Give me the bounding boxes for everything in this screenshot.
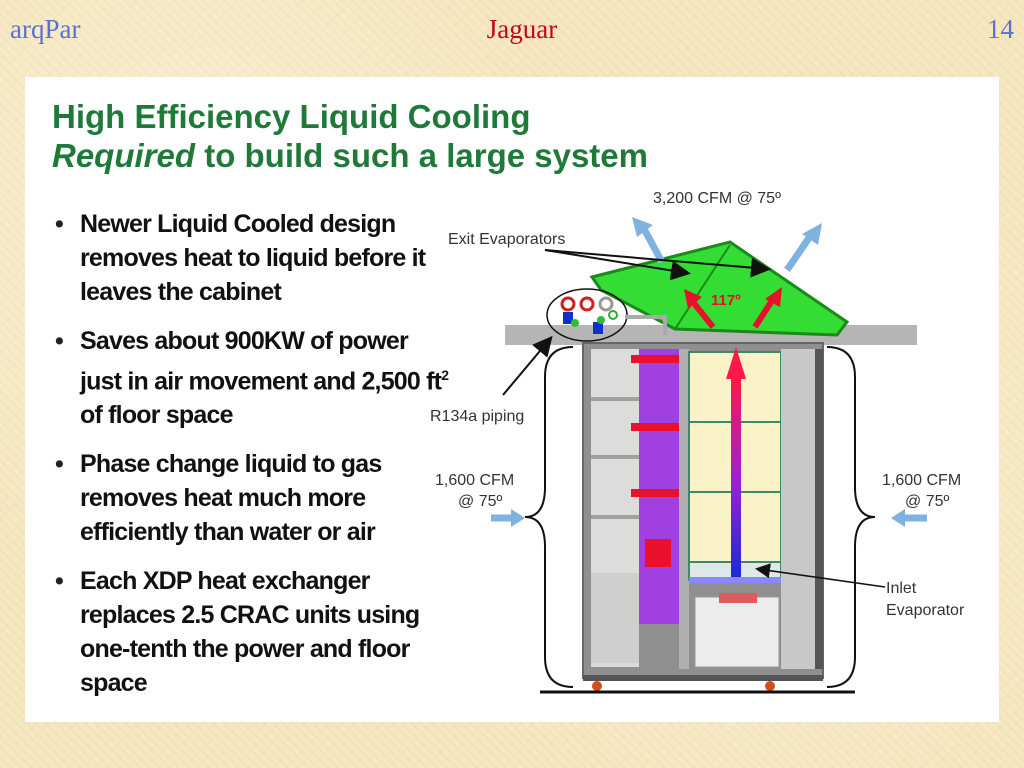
inlet-label-line-2: Evaporator	[886, 602, 965, 619]
caster-wheel-icon	[765, 681, 775, 691]
cabinet-cooling-diagram: 3,200 CFM @ 75º Exit Evaporators 117º R1…	[430, 190, 965, 694]
slide-image-panel: High Efficiency Liquid Cooling Required …	[25, 77, 999, 722]
right-inflow-cfm-label: 1,600 CFM	[882, 472, 961, 489]
exhaust-air-arrow-right	[784, 233, 814, 272]
bullet-item: •Newer Liquid Cooled design removes heat…	[55, 207, 450, 309]
slide-heading: Jaguar	[486, 14, 558, 44]
r134a-piping-label: R134a piping	[430, 408, 524, 425]
slide-title: High Efficiency Liquid Cooling Required …	[52, 97, 648, 175]
left-inflow-temp-label: @ 75º	[458, 493, 502, 510]
hot-air-arrow-right	[752, 297, 776, 329]
title-emphasis: Required	[52, 137, 196, 174]
bullet-item: •Each XDP heat exchanger replaces 2.5 CR…	[55, 564, 450, 700]
bullet-dot-icon: •	[55, 210, 64, 238]
bullet-dot-icon: •	[55, 567, 64, 596]
top-airflow-label: 3,200 CFM @ 75º	[653, 190, 781, 207]
left-inflow-cfm-label: 1,600 CFM	[435, 472, 514, 489]
bullet-dot-icon: •	[55, 327, 64, 355]
bullet-item: •Saves about 900KW of power just in air …	[55, 324, 450, 432]
caster-wheel-icon	[592, 681, 602, 691]
exit-evaporator-roof	[589, 240, 850, 337]
hot-air-arrow-left	[690, 300, 716, 329]
bullet-list: •Newer Liquid Cooled design removes heat…	[55, 207, 450, 715]
right-inflow-temp-label: @ 75º	[905, 493, 949, 510]
title-line-1: High Efficiency Liquid Cooling	[52, 98, 531, 135]
bullet-item: •Phase change liquid to gas removes heat…	[55, 447, 450, 549]
exhaust-air-arrow-left	[639, 225, 666, 264]
cooling-airflow-arrow	[731, 377, 741, 577]
page-number: 14	[987, 14, 1014, 44]
processor-module-column	[639, 349, 679, 624]
inlet-label-line-1: Inlet	[886, 580, 917, 597]
blower-fan	[694, 596, 780, 668]
presentation-name: arqPar	[10, 14, 81, 44]
exit-evaporators-label: Exit Evaporators	[448, 231, 565, 248]
title-line-2: to build such a large system	[195, 137, 648, 174]
bullet-dot-icon: •	[55, 450, 64, 479]
inlet-evaporator	[689, 577, 781, 583]
exhaust-temperature-label: 117º	[711, 292, 741, 309]
